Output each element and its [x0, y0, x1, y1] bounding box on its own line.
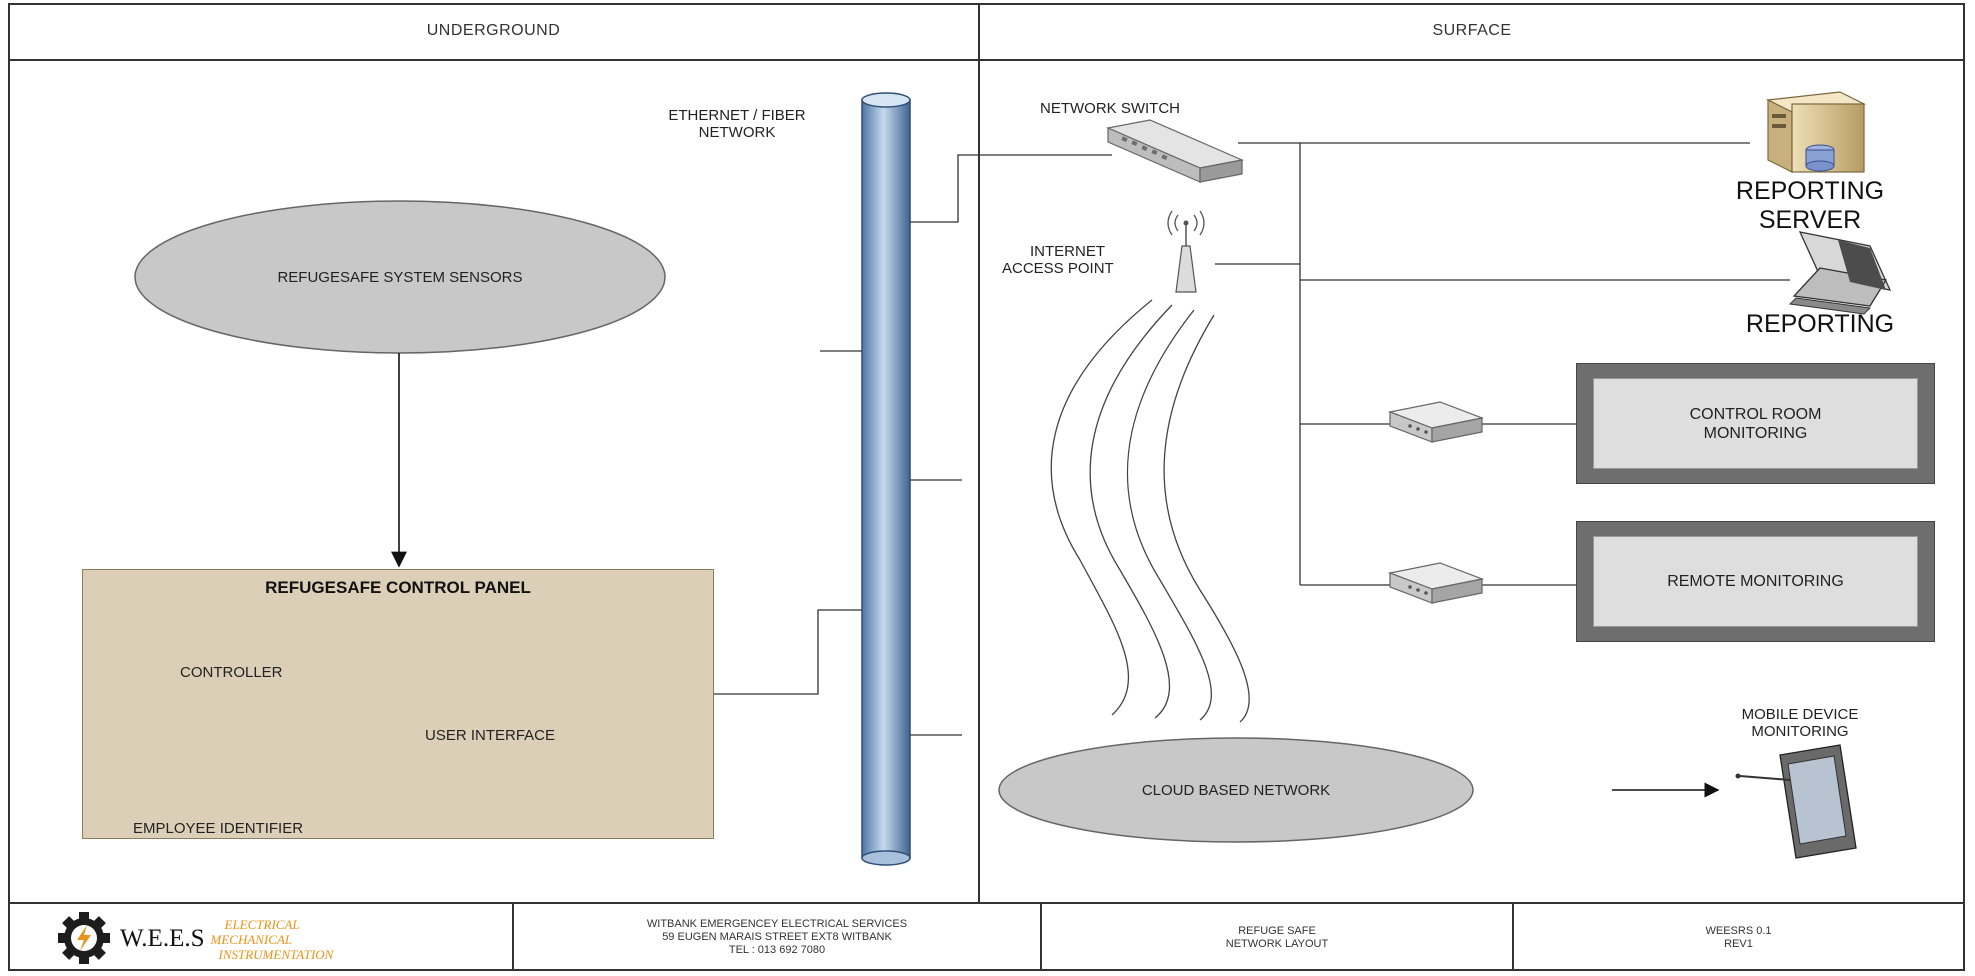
- router-icon: [1387, 562, 1485, 604]
- network-switch-label: NETWORK SWITCH: [1040, 100, 1180, 117]
- company-brand: W.E.E.S ELECTRICAL MECHANICAL INSTRUMENT…: [68, 910, 333, 968]
- access-point-icon: [1167, 210, 1205, 293]
- ethernet-fiber-label-line2: NETWORK: [698, 124, 776, 141]
- control-room-label-line1: CONTROL ROOM: [1689, 405, 1822, 423]
- ethernet-fiber-pipe: [861, 92, 911, 866]
- control-room-screen: CONTROL ROOM MONITORING: [1593, 378, 1918, 469]
- document-revision: REV1: [1724, 937, 1753, 950]
- user-interface-label: USER INTERFACE: [425, 727, 556, 744]
- wireless-signal-waves: [1050, 299, 1250, 723]
- remote-monitoring-screen: REMOTE MONITORING: [1593, 536, 1918, 627]
- reporting-server-label-line2: SERVER: [1758, 206, 1862, 234]
- underground-header: UNDERGROUND: [8, 3, 979, 61]
- company-address-cell: WITBANK EMERGENCEY ELECTRICAL SERVICES 5…: [514, 904, 1040, 971]
- company-tags: ELECTRICAL MECHANICAL INSTRUMENTATION: [211, 917, 334, 962]
- document-title-line1: REFUGE SAFE: [1238, 924, 1316, 937]
- tag-instrumentation: INSTRUMENTATION: [218, 946, 334, 962]
- diagram-frame: [8, 3, 1965, 971]
- surface-header: SURFACE: [979, 3, 1965, 61]
- laptop-icon: [1788, 231, 1892, 315]
- ethernet-fiber-label-line1: ETHERNET / FIBER: [668, 107, 806, 124]
- access-point-label: INTERNET ACCESS POINT: [1002, 243, 1114, 277]
- tablet-icon: [1735, 744, 1857, 859]
- mobile-monitoring-label: MOBILE DEVICE MONITORING: [1700, 706, 1900, 740]
- network-switch-icon: [1105, 119, 1245, 183]
- document-title-line2: NETWORK LAYOUT: [1225, 937, 1329, 950]
- mobile-monitoring-label-line1: MOBILE DEVICE: [1741, 706, 1859, 723]
- sensors-cloud: [134, 200, 666, 354]
- pipe-to-switch-link: [910, 154, 1112, 223]
- access-point-label-line2: ACCESS POINT: [1002, 260, 1114, 277]
- title-block-separator: [1512, 904, 1514, 971]
- control-room-label-line2: MONITORING: [1703, 424, 1808, 442]
- control-panel: REFUGESAFE CONTROL PANEL: [82, 569, 714, 839]
- company-short-name: W.E.E.S: [120, 925, 205, 952]
- ethernet-fiber-label: ETHERNET / FIBER NETWORK: [637, 107, 837, 141]
- control-panel-title: REFUGESAFE CONTROL PANEL: [265, 578, 531, 597]
- tag-mechanical: MECHANICAL: [210, 931, 293, 947]
- section-divider: [978, 3, 980, 903]
- document-number: WEESRS 0.1: [1705, 924, 1772, 937]
- title-block-separator: [1040, 904, 1042, 971]
- cloud-network-label: CLOUD BASED NETWORK: [1141, 782, 1331, 799]
- reporting-label: REPORTING: [1745, 310, 1895, 338]
- employee-identifier-label: EMPLOYEE IDENTIFIER: [133, 820, 304, 837]
- control-room-monitor: CONTROL ROOM MONITORING: [1576, 363, 1935, 484]
- cloud-network: [998, 737, 1474, 843]
- mobile-monitoring-label-line2: MONITORING: [1751, 723, 1849, 740]
- company-address: 59 EUGEN MARAIS STREET EXT8 WITBANK: [662, 931, 892, 943]
- wees-gear-logo: [58, 912, 110, 964]
- reporting-server-label-line1: REPORTING: [1735, 177, 1885, 205]
- controller-label: CONTROLLER: [180, 664, 283, 681]
- ui-to-pipe-link: [644, 609, 862, 695]
- reporting-server-label: REPORTING SERVER: [1700, 177, 1920, 235]
- tag-electrical: ELECTRICAL: [224, 916, 300, 932]
- title-block: W.E.E.S ELECTRICAL MECHANICAL INSTRUMENT…: [8, 902, 1965, 971]
- document-title-cell: REFUGE SAFE NETWORK LAYOUT: [1042, 904, 1512, 971]
- title-block-separator: [512, 904, 514, 971]
- company-phone: TEL : 013 692 7080: [728, 944, 826, 956]
- remote-monitor: REMOTE MONITORING: [1576, 521, 1935, 642]
- document-code-cell: WEESRS 0.1 REV1: [1514, 904, 1963, 971]
- router-icon: [1387, 401, 1485, 443]
- company-full-name: WITBANK EMERGENCEY ELECTRICAL SERVICES: [646, 918, 908, 930]
- sensors-label: REFUGESAFE SYSTEM SENSORS: [277, 269, 523, 286]
- access-point-label-line1: INTERNET: [1030, 243, 1105, 260]
- reporting-server-icon: [1765, 91, 1867, 173]
